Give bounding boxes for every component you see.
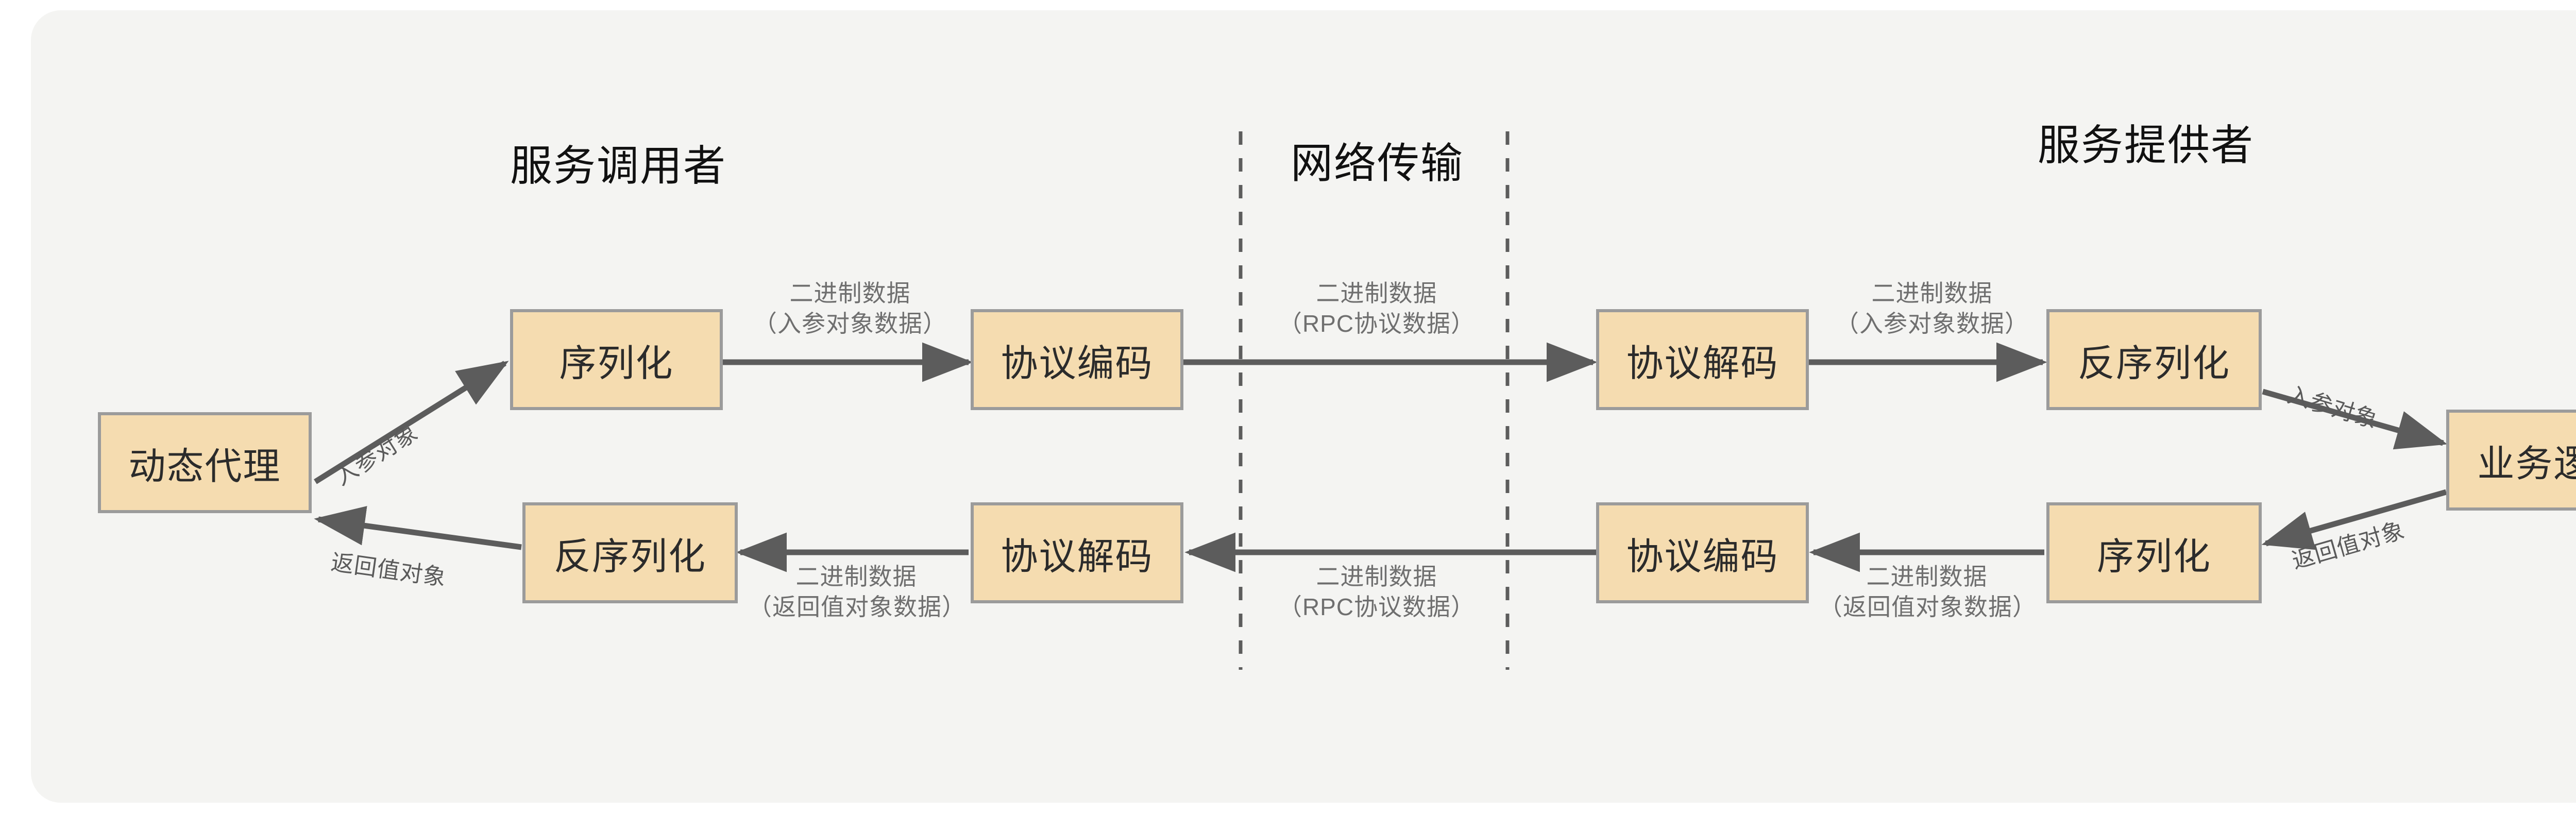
edge-label-line2: （入参对象数据） [1835, 310, 2029, 337]
node-label: 序列化 [2096, 536, 2211, 578]
node-label: 协议解码 [1001, 536, 1154, 578]
node-label: 协议编码 [1001, 343, 1154, 384]
edge-label-network-response: 二进制数据 （RPC协议数据） [1268, 562, 1485, 622]
node-dynamic-proxy[interactable]: 动态代理 [98, 412, 312, 513]
node-serialize-request[interactable]: 序列化 [510, 309, 723, 410]
node-protocol-decode-request[interactable]: 协议解码 [1596, 309, 1809, 410]
edge-label-decode-to-deserialize: 二进制数据 （入参对象数据） [1824, 278, 2040, 339]
arrow-deserialize-to-proxy [314, 506, 522, 550]
node-label: 动态代理 [128, 446, 281, 487]
arrow-logic-to-serialize [2261, 489, 2447, 550]
node-label: 序列化 [559, 343, 674, 384]
node-label: 反序列化 [2077, 343, 2230, 384]
node-serialize-response[interactable]: 序列化 [2046, 502, 2262, 603]
node-protocol-decode-response[interactable]: 协议解码 [971, 502, 1183, 603]
edge-label-line1: 二进制数据 [795, 563, 917, 590]
edge-label-line1: 二进制数据 [789, 280, 911, 307]
node-business-logic[interactable]: 业务逻辑 [2446, 410, 2576, 511]
edge-label-line2: （RPC协议数据） [1278, 593, 1476, 620]
arrow-deserialize-to-logic [2262, 388, 2448, 450]
arrow-proxy-to-serialize [314, 361, 509, 484]
edge-label-line1: 二进制数据 [1866, 563, 1988, 590]
node-protocol-encode-request[interactable]: 协议编码 [971, 309, 1183, 410]
edge-label-serialize-to-encode-response: 二进制数据 （返回值对象数据） [1819, 562, 2037, 622]
edge-label-network-request: 二进制数据 （RPC协议数据） [1268, 278, 1485, 339]
lane-title-network: 网络传输 [1291, 140, 1464, 187]
node-label: 协议编码 [1626, 536, 1779, 578]
node-label: 反序列化 [553, 536, 706, 578]
lane-title-provider: 服务提供者 [2038, 122, 2255, 169]
edge-label-line2: （RPC协议数据） [1278, 310, 1476, 337]
node-protocol-encode-response[interactable]: 协议编码 [1596, 502, 1809, 603]
lane-title-consumer: 服务调用者 [510, 143, 727, 190]
edge-label-decode-to-deserialize-response: 二进制数据 （返回值对象数据） [748, 562, 966, 622]
edge-label-line1: 二进制数据 [1316, 563, 1437, 590]
edge-label-line2: （返回值对象数据） [1819, 593, 2037, 620]
node-deserialize-response[interactable]: 反序列化 [522, 502, 738, 603]
node-label: 业务逻辑 [2477, 443, 2576, 485]
edge-label-line2: （入参对象数据） [753, 310, 947, 337]
node-deserialize-request[interactable]: 反序列化 [2046, 309, 2262, 410]
edge-label-line1: 二进制数据 [1316, 280, 1437, 307]
edge-label-line1: 二进制数据 [1871, 280, 1993, 307]
node-label: 协议解码 [1626, 343, 1779, 384]
edge-label-line2: （返回值对象数据） [748, 593, 966, 620]
edge-label-serialize-to-encode: 二进制数据 （入参对象数据） [742, 278, 958, 339]
